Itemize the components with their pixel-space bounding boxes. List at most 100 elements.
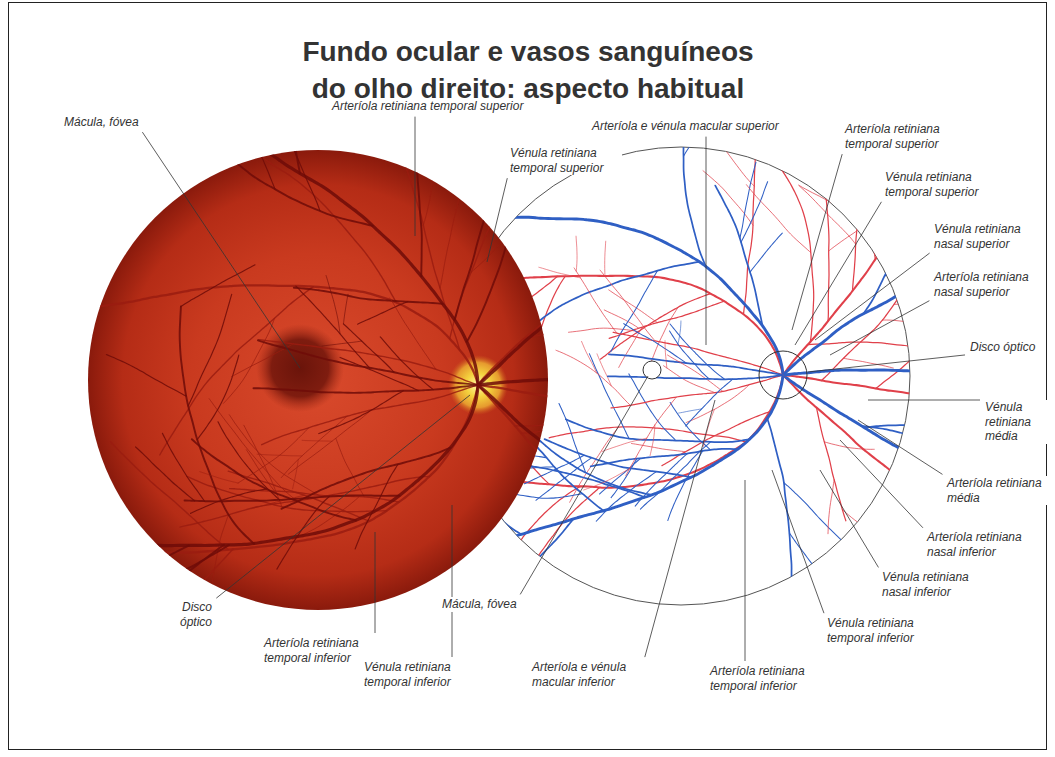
vessel <box>926 286 1055 484</box>
vessel <box>860 477 895 554</box>
part-label: Arteríola e vénula macular inferior <box>530 660 644 689</box>
vessel <box>990 555 1048 624</box>
disc-outline <box>759 351 807 399</box>
vessel <box>788 433 866 450</box>
vessel <box>602 438 647 451</box>
vessel <box>575 251 664 263</box>
vessel <box>69 565 91 626</box>
vessel <box>188 294 232 406</box>
vessel <box>302 440 332 442</box>
vessel <box>569 328 639 332</box>
vessel <box>174 0 249 142</box>
vessel <box>638 128 731 177</box>
vessel <box>735 220 816 270</box>
vessel <box>686 385 749 423</box>
vessel <box>846 423 931 452</box>
vessel <box>811 225 854 304</box>
vessel <box>602 250 744 277</box>
part-label: Vénula retiniana temporal superior <box>508 146 622 175</box>
vessel <box>834 419 893 432</box>
leader-line <box>520 376 648 594</box>
vessel <box>703 409 714 446</box>
vessel <box>711 313 763 426</box>
vessel <box>835 224 874 293</box>
vessel <box>936 445 1055 468</box>
vessel <box>764 455 923 584</box>
vessel <box>539 267 581 278</box>
vessel <box>35 545 189 647</box>
vessel <box>632 351 691 405</box>
vessel <box>715 186 762 326</box>
vessel <box>824 442 874 450</box>
macula-outline <box>643 361 661 379</box>
vessel <box>478 385 882 631</box>
vessel <box>566 419 750 442</box>
vessel <box>43 678 69 757</box>
leader-line <box>772 470 824 613</box>
part-label: Vénula retiniana temporal inferior <box>825 616 944 645</box>
vessel <box>808 342 961 361</box>
leader-line <box>792 154 842 330</box>
vessel <box>28 552 149 640</box>
vessel <box>569 299 765 326</box>
frame <box>9 3 1047 750</box>
vessel <box>288 410 371 474</box>
vessel <box>757 175 912 340</box>
vessel <box>665 341 667 368</box>
vessel <box>238 428 309 483</box>
vessel <box>197 355 239 440</box>
leader-line <box>795 202 881 345</box>
vessel <box>478 64 827 385</box>
vessel <box>789 533 849 605</box>
vessel <box>478 88 847 385</box>
vessel <box>815 180 830 253</box>
vessel <box>609 301 724 338</box>
vessel <box>628 245 678 300</box>
vessel <box>559 403 586 472</box>
vessel <box>65 545 224 682</box>
vessel <box>1007 449 1044 477</box>
vessel <box>938 403 956 455</box>
leader-line <box>375 532 376 633</box>
vessel <box>0 489 49 528</box>
vessel <box>686 379 733 426</box>
part-label: Arteríola retiniana temporal superior <box>330 99 525 114</box>
vessel <box>1014 100 1031 144</box>
vessel <box>520 487 600 586</box>
vessel <box>380 337 433 390</box>
part-label: Vénula retiniana nasal inferior <box>880 570 994 599</box>
vessel <box>746 185 810 253</box>
leader-line <box>142 132 300 368</box>
vessel <box>209 399 297 501</box>
vessel <box>890 0 911 79</box>
vessel <box>650 425 655 456</box>
vessel <box>43 628 45 698</box>
vessel <box>665 698 717 744</box>
vessel <box>135 447 194 501</box>
vessel <box>824 508 907 526</box>
vessel <box>888 698 936 724</box>
vessel <box>969 292 979 371</box>
vessel <box>46 285 478 385</box>
vessel <box>541 437 748 460</box>
vessel <box>218 422 280 500</box>
vessel <box>624 580 682 620</box>
vessel <box>860 226 918 295</box>
vessel <box>57 594 125 699</box>
leader-line <box>745 480 746 661</box>
vessel <box>229 415 321 497</box>
vessel <box>631 187 680 222</box>
vessel <box>16 115 174 134</box>
vessel <box>678 731 740 757</box>
vessel <box>817 408 846 521</box>
vessel <box>613 332 783 375</box>
vessel <box>259 340 478 385</box>
vessel <box>893 224 930 258</box>
vessel <box>783 375 1055 583</box>
vessel <box>200 472 238 483</box>
vessel <box>582 341 597 373</box>
leader-line <box>815 253 930 340</box>
vessel <box>854 289 904 369</box>
vessel <box>740 162 756 238</box>
